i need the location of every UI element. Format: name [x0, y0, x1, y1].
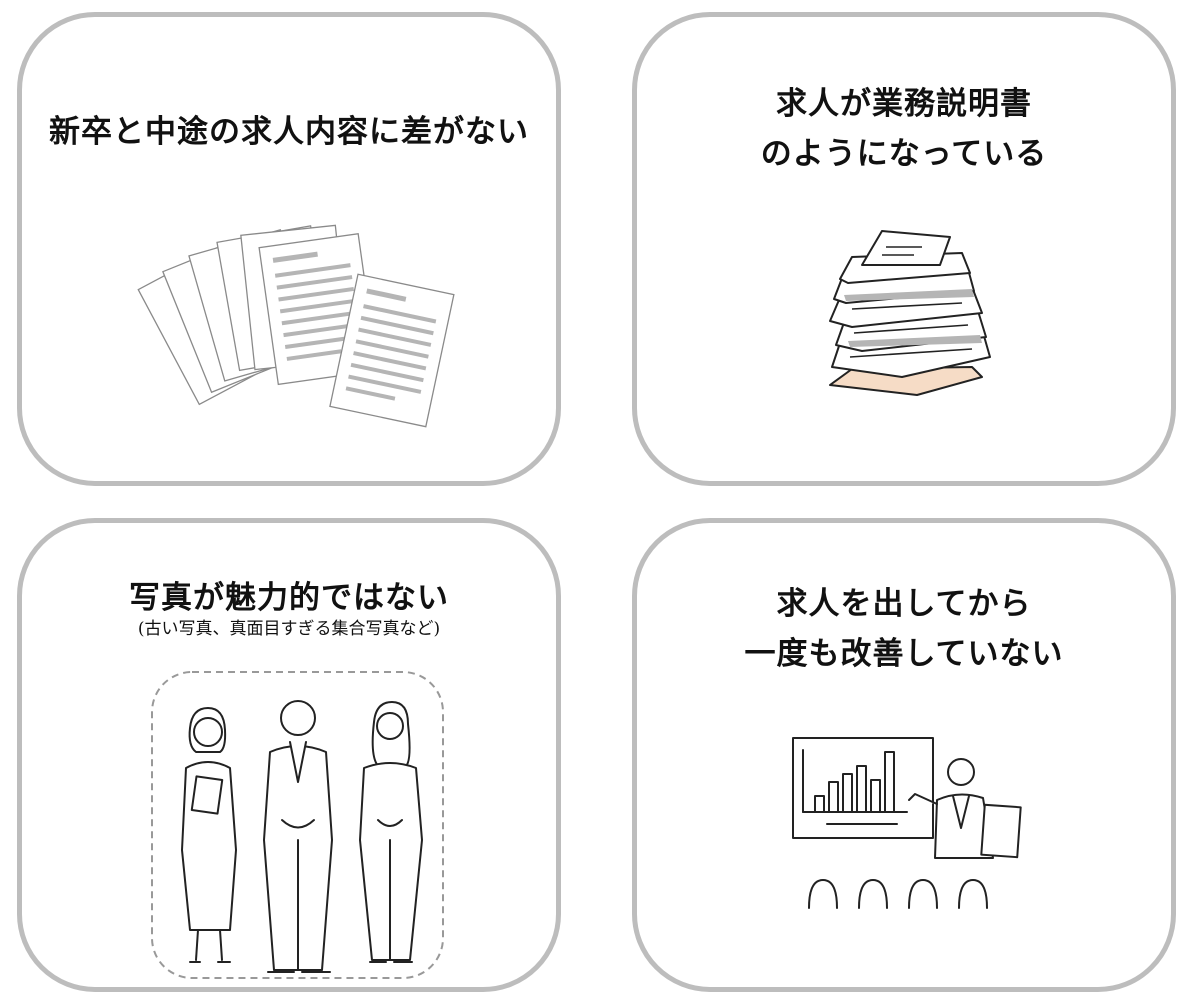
title-line: 写真が魅力的ではない: [129, 580, 449, 616]
title-line: 新卒と中途の求人内容に差がない: [49, 114, 529, 150]
group-photo-illustration: [151, 671, 444, 979]
title-line: 一度も改善していない: [744, 636, 1064, 672]
title-line: 求人を出してから: [776, 586, 1032, 622]
title-line: のようになっている: [760, 136, 1048, 172]
presentation-illustration: [792, 737, 1022, 909]
issue-card-never-improved: 求人を出してから 一度も改善していない: [632, 518, 1176, 992]
paper-stack-illustration: [829, 230, 991, 396]
issue-card-unattractive-photo: 写真が魅力的ではない (古い写真、真面目すぎる集合写真など): [17, 518, 561, 992]
issue-card-job-description: 求人が業務説明書 のようになっている: [632, 12, 1176, 486]
scattered-documents-illustration: [137, 224, 455, 428]
title-line: 求人が業務説明書: [776, 86, 1032, 122]
card-title: 求人を出してから 一度も改善していない: [637, 579, 1171, 679]
card-title: 求人が業務説明書 のようになっている: [637, 79, 1171, 179]
card-title: 新卒と中途の求人内容に差がない: [22, 107, 556, 157]
card-title: 写真が魅力的ではない: [22, 573, 556, 623]
card-subtitle: (古い写真、真面目すぎる集合写真など): [137, 619, 441, 639]
issue-card-same-content: 新卒と中途の求人内容に差がない: [17, 12, 561, 486]
